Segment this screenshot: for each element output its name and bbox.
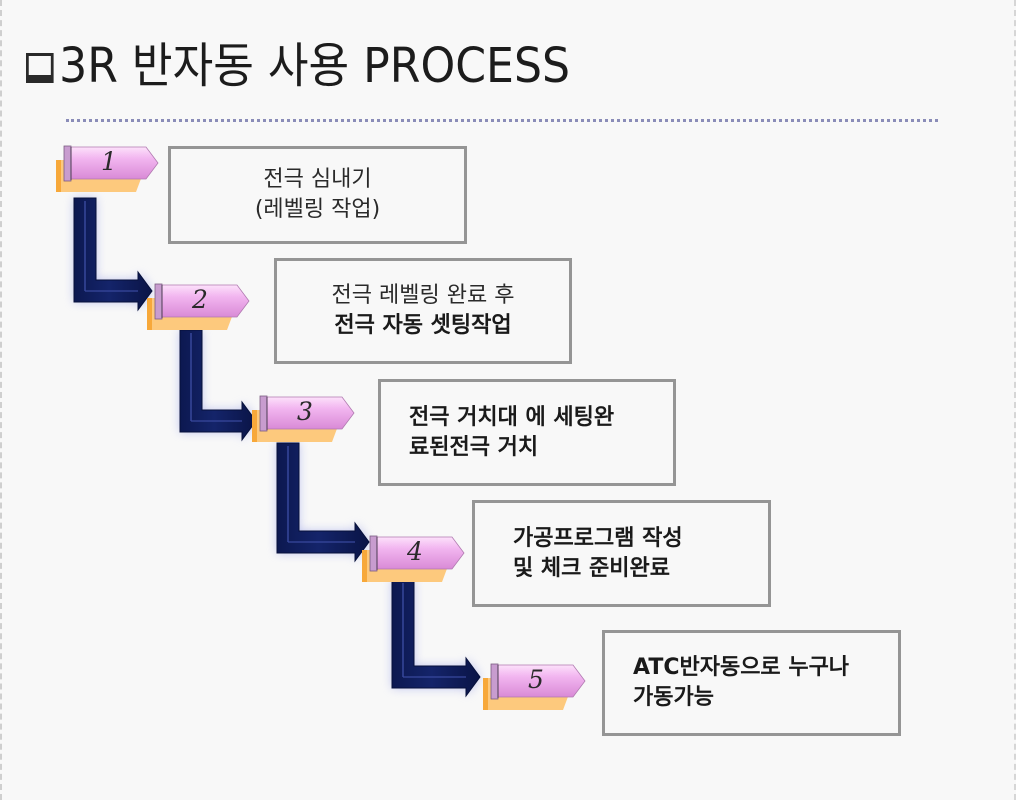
step-text-line: (레벨링 작업) — [254, 197, 381, 222]
slide-frame-right — [1014, 0, 1016, 800]
step-box-4: 가공프로그램 작성 및 체크 준비완료 — [472, 500, 771, 607]
tag-cap — [63, 145, 72, 182]
step-text-line: 가공프로그램 작성 — [513, 525, 683, 551]
l-arrow-icon — [276, 442, 370, 563]
l-arrow-icon — [73, 197, 153, 312]
tag-shadow-edge — [147, 298, 152, 330]
slide-frame-left — [0, 0, 2, 800]
step-text-line: 전극 심내기 — [263, 167, 372, 192]
title-divider — [66, 119, 938, 122]
step-text-line: 전극 레벨링 완료 후 — [331, 283, 515, 308]
connector-arrow-4-to-5 — [388, 579, 500, 708]
page-title-text: 3R 반자동 사용 PROCESS — [59, 38, 571, 94]
tag-cap — [259, 395, 268, 432]
tag-arrow-shape — [252, 395, 355, 442]
step-number: 1 — [101, 147, 117, 176]
step-text-line: 료된전극 거치 — [409, 434, 539, 460]
tag-shadow-edge — [252, 410, 257, 442]
step-tag-1: 1 — [54, 145, 159, 192]
arrow-body — [276, 442, 370, 563]
l-arrow-icon — [179, 329, 257, 442]
tag-cap — [154, 283, 163, 320]
step-box-3: 전극 거치대 에 세팅완 료된전극 거치 — [378, 379, 676, 486]
page-title: 3R 반자동 사용 PROCESS — [26, 34, 570, 98]
l-arrow-icon — [391, 579, 481, 698]
step-tag-4: 4 — [360, 535, 465, 582]
step-text-line: 및 체크 준비완료 — [513, 555, 670, 581]
step-box-1: 전극 심내기 (레벨링 작업) — [168, 146, 467, 244]
tag-shadow-edge — [362, 550, 367, 582]
tag-arrow-shape — [483, 663, 586, 710]
connector-arrow-3-to-4 — [273, 442, 389, 573]
tag-arrow-shape — [362, 535, 465, 582]
tag-shadow-edge — [56, 160, 61, 192]
step-number: 4 — [407, 537, 423, 566]
hollow-square-bullet-icon — [26, 53, 54, 83]
step-tag-3: 3 — [250, 395, 355, 442]
tag-cap — [490, 663, 499, 700]
arrow-body — [179, 329, 257, 442]
step-text-line: 가동가능 — [633, 685, 714, 710]
step-text-line: ATC반자동으로 누구나 — [633, 655, 850, 680]
step-text-line: 전극 자동 셋팅작업 — [334, 313, 512, 338]
tag-shadow-edge — [483, 678, 488, 710]
step-box-5: ATC반자동으로 누구나 가동가능 — [602, 630, 901, 736]
arrow-body — [391, 579, 481, 698]
step-number: 2 — [192, 285, 208, 314]
step-box-2: 전극 레벨링 완료 후 전극 자동 셋팅작업 — [274, 258, 572, 364]
tag-cap — [369, 535, 378, 572]
step-tag-2: 2 — [145, 283, 250, 330]
tag-arrow-shape — [56, 145, 159, 192]
arrow-body — [73, 197, 153, 312]
connector-arrow-2-to-3 — [176, 329, 276, 452]
tag-arrow-shape — [147, 283, 250, 330]
step-text-line: 전극 거치대 에 세팅완 — [409, 404, 615, 430]
step-number: 5 — [528, 665, 544, 694]
connector-arrow-1-to-2 — [70, 197, 172, 322]
step-number: 3 — [297, 397, 313, 426]
step-tag-5: 5 — [481, 663, 586, 710]
